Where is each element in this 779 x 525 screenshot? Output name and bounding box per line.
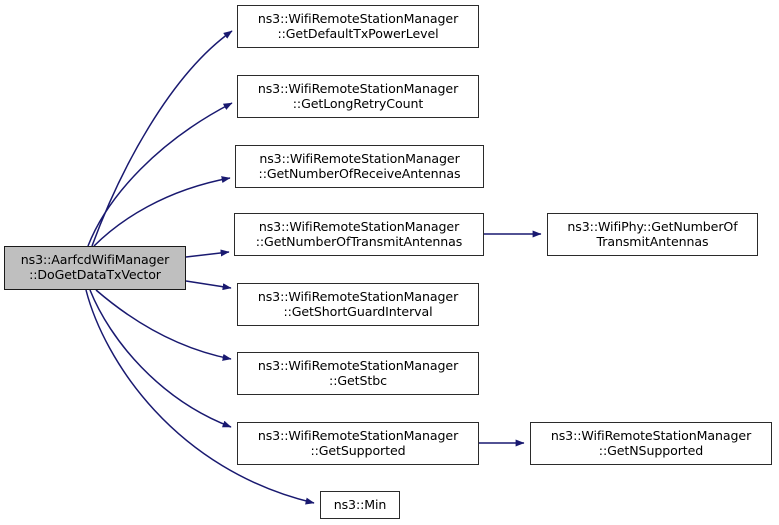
node-label: ns3::WifiRemoteStationManager ::GetNumbe… — [258, 150, 461, 181]
node-label: ns3::WifiPhy::GetNumberOf TransmitAntenn… — [567, 218, 738, 249]
edge-root-to-getNumberOfReceiveAntennas — [93, 176, 231, 247]
edge-root-to-getNumberOfTransmitAntennas — [185, 249, 230, 258]
node-label: ns3::WifiRemoteStationManager ::GetNumbe… — [255, 218, 463, 249]
edge-root-to-getStbc — [95, 289, 232, 361]
node-get-n-supported[interactable]: ns3::WifiRemoteStationManager ::GetNSupp… — [530, 422, 772, 465]
node-get-number-of-receive-antennas[interactable]: ns3::WifiRemoteStationManager ::GetNumbe… — [235, 145, 484, 188]
node-get-supported[interactable]: ns3::WifiRemoteStationManager ::GetSuppo… — [237, 422, 479, 465]
node-label: ns3::WifiRemoteStationManager ::GetStbc — [257, 357, 459, 388]
edge-root-to-getLongRetryCount — [87, 102, 233, 247]
node-label: ns3::WifiRemoteStationManager ::GetDefau… — [257, 10, 459, 41]
node-label: ns3::WifiRemoteStationManager ::GetLongR… — [257, 80, 459, 111]
node-get-stbc[interactable]: ns3::WifiRemoteStationManager ::GetStbc — [237, 352, 479, 395]
node-label: ns3::AarfcdWifiManager ::DoGetDataTxVect… — [20, 252, 170, 282]
node-get-short-guard-interval[interactable]: ns3::WifiRemoteStationManager ::GetShort… — [237, 283, 479, 326]
node-get-number-of-transmit-antennas[interactable]: ns3::WifiRemoteStationManager ::GetNumbe… — [234, 213, 484, 256]
edge-root-to-getShortGuardInterval — [185, 280, 232, 291]
node-label: ns3::WifiRemoteStationManager ::GetShort… — [257, 288, 459, 319]
node-get-default-tx-power-level[interactable]: ns3::WifiRemoteStationManager ::GetDefau… — [237, 5, 479, 48]
node-wifiphy-get-number-of-transmit-antennas[interactable]: ns3::WifiPhy::GetNumberOf TransmitAntenn… — [547, 213, 758, 256]
node-label: ns3::WifiRemoteStationManager ::GetSuppo… — [257, 427, 459, 458]
edge-root-to-getDefaultTxPowerLevel — [91, 30, 233, 247]
node-get-long-retry-count[interactable]: ns3::WifiRemoteStationManager ::GetLongR… — [237, 75, 479, 118]
node-min[interactable]: ns3::Min — [320, 491, 400, 519]
edge-root-to-getSupported — [89, 289, 232, 428]
node-label: ns3::WifiRemoteStationManager ::GetNSupp… — [550, 427, 752, 458]
node-root[interactable]: ns3::AarfcdWifiManager ::DoGetDataTxVect… — [4, 246, 186, 290]
node-label: ns3::Min — [333, 496, 387, 512]
